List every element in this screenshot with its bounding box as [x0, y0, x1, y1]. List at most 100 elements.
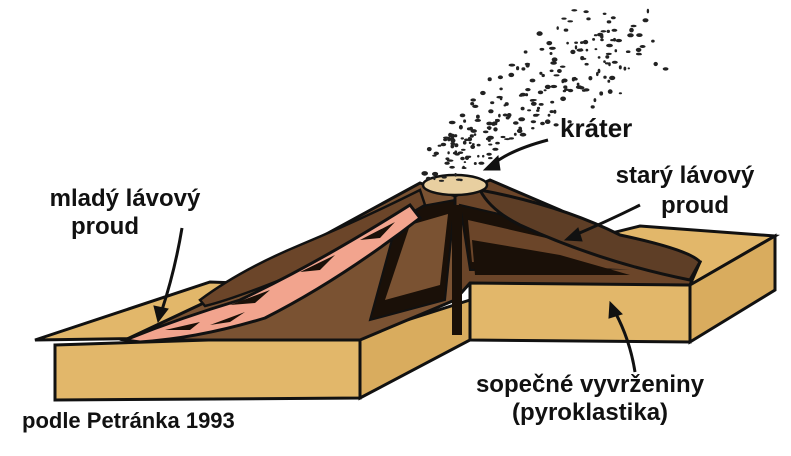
- ash-particle: [487, 126, 492, 129]
- ash-particle: [574, 42, 578, 44]
- ash-particle: [469, 127, 473, 131]
- ash-particle: [530, 79, 536, 83]
- ash-particle: [504, 138, 511, 140]
- ash-particle: [616, 39, 622, 42]
- ash-particle: [544, 89, 547, 91]
- ash-particle: [442, 176, 447, 178]
- ash-particle: [594, 34, 598, 36]
- ash-particle: [580, 41, 583, 44]
- ash-particle: [531, 120, 536, 123]
- ash-particle: [499, 88, 502, 91]
- ash-particle: [460, 114, 466, 118]
- ash-particle: [531, 102, 537, 106]
- label-young-flow-line1: mladý lávový: [30, 186, 220, 212]
- ash-particle: [527, 109, 531, 111]
- ash-particle: [560, 97, 566, 102]
- ash-particle: [426, 177, 431, 181]
- ash-particle: [612, 29, 618, 32]
- ash-particle: [539, 103, 544, 106]
- ash-particle: [470, 102, 474, 105]
- ash-particle: [574, 78, 578, 81]
- ash-particle: [447, 151, 449, 154]
- ash-particle: [540, 122, 545, 125]
- ash-particle: [537, 31, 543, 36]
- label-pyroclastics-line1: sopečné vyvrženiny: [430, 372, 750, 398]
- ash-particle: [524, 50, 528, 53]
- ash-particle: [627, 33, 634, 37]
- ash-particle: [459, 125, 463, 130]
- ash-particle: [441, 143, 447, 147]
- ash-particle: [586, 49, 589, 52]
- ash-particle: [577, 49, 584, 52]
- ash-particle: [516, 66, 519, 70]
- ash-particle: [470, 98, 476, 101]
- ash-particle: [533, 114, 540, 116]
- ash-particle: [462, 167, 467, 169]
- ash-particle: [463, 119, 466, 122]
- ash-particle: [486, 153, 491, 156]
- ash-particle: [612, 61, 618, 64]
- ash-particle: [518, 127, 521, 130]
- ash-particle: [458, 151, 463, 154]
- ash-particle: [550, 52, 553, 55]
- ash-particle: [585, 63, 589, 66]
- ground-front-right: [470, 280, 690, 342]
- ash-particle: [447, 137, 451, 142]
- ash-particle: [553, 74, 559, 76]
- ash-particle: [606, 44, 613, 48]
- ash-particle: [557, 69, 562, 73]
- ash-particle: [647, 9, 649, 14]
- ash-particle: [639, 53, 642, 55]
- crater: [423, 175, 487, 195]
- ash-particle: [609, 76, 615, 80]
- ash-particle: [636, 33, 642, 37]
- ash-plume: [421, 9, 668, 182]
- ash-particle: [421, 171, 428, 176]
- ash-particle: [540, 48, 545, 51]
- ash-particle: [595, 48, 598, 50]
- ash-particle: [474, 162, 477, 165]
- ash-particle: [663, 67, 669, 70]
- ash-particle: [454, 143, 458, 147]
- ash-particle: [467, 156, 471, 158]
- ash-particle: [432, 155, 436, 157]
- ash-particle: [536, 109, 539, 112]
- ash-particle: [601, 30, 607, 32]
- ash-particle: [626, 50, 631, 53]
- ash-particle: [520, 133, 527, 137]
- ash-particle: [480, 91, 486, 95]
- ash-particle: [495, 119, 498, 121]
- ash-particle: [575, 45, 577, 49]
- ash-particle: [546, 41, 552, 45]
- ash-particle: [577, 83, 580, 86]
- ash-particle: [453, 152, 457, 155]
- ash-particle: [607, 30, 610, 33]
- ash-particle: [580, 56, 584, 60]
- ash-particle: [439, 180, 444, 182]
- ash-particle: [619, 92, 622, 94]
- ash-particle: [470, 134, 474, 137]
- ash-particle: [564, 29, 569, 32]
- ash-particle: [514, 133, 517, 136]
- ash-particle: [522, 94, 525, 97]
- ash-particle: [654, 62, 658, 66]
- ash-particle: [427, 147, 432, 151]
- ash-particle: [445, 157, 449, 160]
- ash-particle: [603, 76, 606, 79]
- ash-particle: [631, 25, 637, 27]
- ash-particle: [610, 39, 614, 41]
- ash-particle: [550, 110, 554, 113]
- ash-particle: [531, 99, 537, 101]
- ash-particle: [433, 177, 435, 181]
- ash-particle: [501, 136, 506, 138]
- ash-particle: [531, 127, 534, 129]
- ash-particle: [600, 39, 604, 42]
- ash-particle: [451, 139, 456, 143]
- ash-particle: [563, 90, 566, 93]
- ash-particle: [651, 40, 655, 43]
- ash-particle: [619, 65, 622, 69]
- ash-particle: [493, 127, 497, 131]
- ash-particle: [599, 91, 603, 95]
- ash-particle: [538, 91, 543, 95]
